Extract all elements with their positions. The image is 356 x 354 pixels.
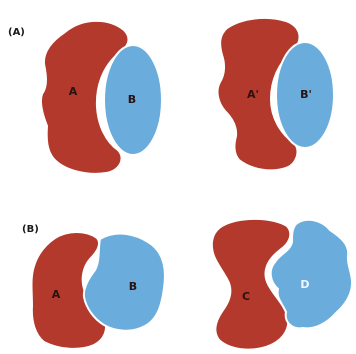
label-b-2: B (129, 280, 137, 293)
label-b-prime: B' (300, 88, 312, 101)
panel-a-label: (A) (8, 27, 25, 38)
label-a: A (69, 85, 78, 98)
panel-b-pair-2: C D (212, 219, 352, 350)
label-d: D (300, 278, 309, 291)
panel-a-pair-2: A' B' (218, 18, 334, 170)
panel-a-pair-1: A B (41, 21, 162, 174)
label-a-prime: A' (247, 88, 259, 101)
label-a-2: A (52, 288, 61, 301)
label-b: B (128, 93, 136, 106)
label-c: C (242, 290, 250, 303)
panel-b: (B) A B C D (22, 219, 352, 350)
panel-a: (A) A B A' B' (8, 18, 334, 174)
panel-b-label: (B) (22, 224, 39, 235)
panel-b-pair-1: A B (32, 232, 165, 349)
